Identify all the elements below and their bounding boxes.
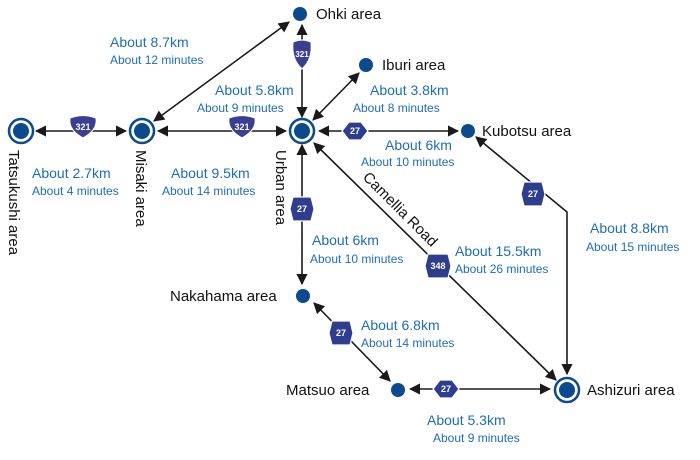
route-shield-urban-nakahama: 27 [289, 196, 315, 222]
time-label-tatsukushi-misaki: About 4 minutes [32, 184, 119, 198]
time-label-urban-ashizuri: About 26 minutes [455, 262, 548, 276]
place-label-iburi: Iburi area [382, 57, 446, 74]
node-urban [288, 117, 316, 145]
place-label-misaki: Misaki area [132, 150, 149, 227]
route-shield-misaki-urban: 321 [228, 114, 256, 139]
time-label-urban-iburi: About 8 minutes [353, 101, 440, 115]
distance-label-urban-nakahama: About 6km [312, 232, 379, 248]
node-ohki [293, 7, 307, 21]
road-misaki-ohki [153, 21, 290, 122]
distance-label-urban-ashizuri: About 15.5km [455, 243, 541, 259]
time-label-urban-nakahama: About 10 minutes [310, 252, 403, 266]
svg-text:321: 321 [234, 122, 249, 132]
time-label-nakahama-matsuo: About 14 minutes [361, 336, 454, 350]
svg-text:348: 348 [430, 261, 445, 271]
route-shield-tatsukushi-misaki: 321 [69, 114, 97, 139]
place-label-nakahama: Nakahama area [170, 288, 277, 305]
route-shield-matsuo-ashizuri: 27 [432, 379, 460, 399]
svg-text:321: 321 [295, 50, 309, 59]
distance-label-nakahama-matsuo: About 6.8km [361, 317, 440, 333]
distance-label-kubotsu-ashizuri: About 8.8km [590, 220, 669, 236]
time-label-misaki-urban: About 14 minutes [162, 184, 255, 198]
distance-label-tatsukushi-misaki: About 2.7km [32, 165, 111, 181]
svg-text:27: 27 [350, 126, 360, 136]
place-label-tatsukushi: Tatsukushi area [5, 150, 22, 256]
route-shield-urban-kubotsu: 27 [341, 121, 369, 141]
svg-text:27: 27 [441, 384, 451, 394]
route-shield-kubotsu-ashizuri: 27 [520, 181, 546, 207]
route-shield-urban-ashizuri: 348 [424, 253, 452, 279]
node-kubotsu [461, 124, 475, 138]
road-nakahama-matsuo [313, 302, 391, 382]
svg-text:27: 27 [528, 189, 538, 199]
place-label-ashizuri: Ashizuri area [587, 382, 675, 399]
time-label-matsuo-ashizuri: About 9 minutes [433, 431, 520, 445]
node-tatsukushi [7, 117, 35, 145]
svg-text:321: 321 [75, 122, 90, 132]
road-kubotsu-ashizuri [475, 136, 573, 376]
node-ashizuri [553, 376, 581, 404]
route-shield-urban-ohki: 321 [292, 39, 312, 70]
node-matsuo [391, 383, 405, 397]
svg-text:27: 27 [297, 204, 307, 214]
distance-label-urban-ohki: About 5.8km [215, 82, 294, 98]
distance-label-urban-iburi: About 3.8km [370, 82, 449, 98]
node-misaki [128, 117, 156, 145]
node-nakahama [296, 289, 310, 303]
time-label-misaki-ohki: About 12 minutes [110, 53, 203, 67]
svg-text:27: 27 [336, 328, 346, 338]
place-label-kubotsu: Kubotsu area [482, 123, 572, 140]
time-label-urban-kubotsu: About 10 minutes [361, 155, 454, 169]
distance-label-misaki-urban: About 9.5km [171, 165, 250, 181]
distance-label-urban-kubotsu: About 6km [385, 137, 452, 153]
time-label-kubotsu-ashizuri: About 15 minutes [586, 240, 679, 254]
node-iburi [359, 58, 373, 72]
distance-label-misaki-ohki: About 8.7km [110, 34, 189, 50]
place-label-urban: Urban area [272, 150, 289, 226]
place-label-ohki: Ohki area [316, 6, 382, 23]
place-label-matsuo: Matsuo area [286, 382, 370, 399]
road-urban-iburi [312, 72, 360, 121]
time-label-urban-ohki: About 9 minutes [197, 101, 284, 115]
distance-label-matsuo-ashizuri: About 5.3km [427, 412, 506, 428]
route-shield-nakahama-matsuo: 27 [328, 320, 354, 346]
